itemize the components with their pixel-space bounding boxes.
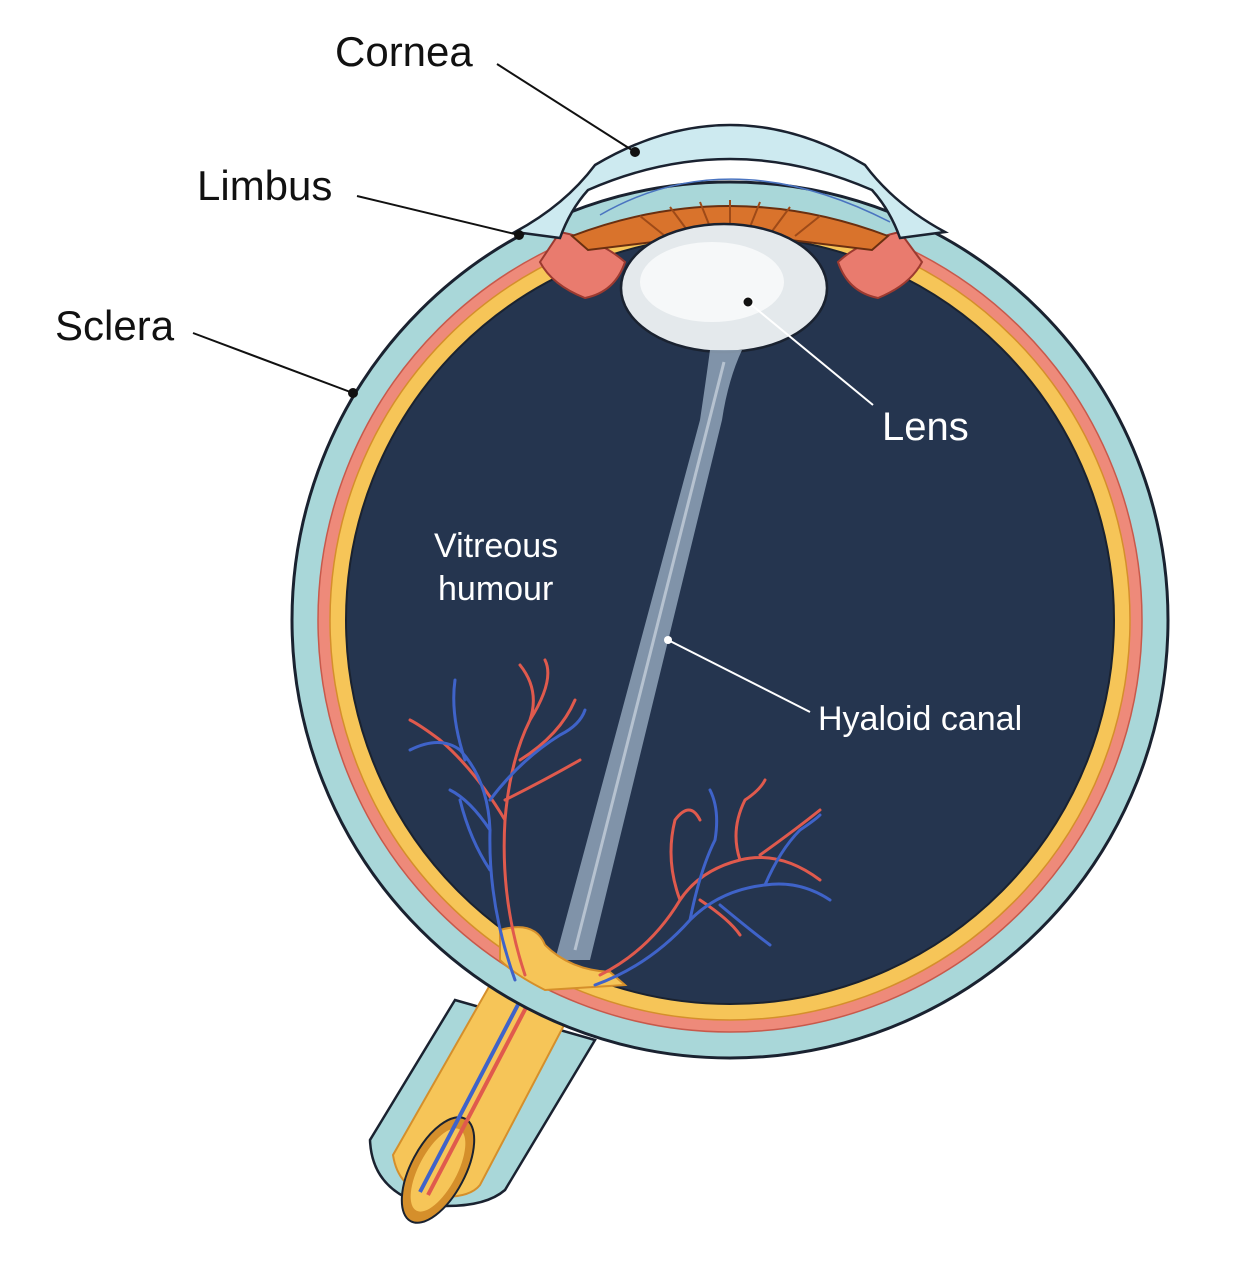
- retinal-vessels: [408, 658, 832, 987]
- leader-hyaloid-dot: [664, 636, 672, 644]
- label-lens: Lens: [882, 405, 969, 449]
- hyaloid-canal: [555, 350, 742, 960]
- optic-nerve-artery: [426, 999, 532, 1196]
- leader-limbus-dot: [514, 230, 524, 240]
- labels: Cornea Limbus Sclera Lens Vitreous humou…: [55, 28, 1022, 738]
- leader-cornea: [496, 63, 636, 153]
- label-sclera: Sclera: [55, 302, 175, 349]
- leader-limbus: [356, 195, 520, 236]
- cornea-inner-line: [599, 178, 891, 223]
- leader-lens: [747, 301, 874, 406]
- lens-highlight: [640, 242, 784, 322]
- eyeball: [290, 180, 1170, 1060]
- leader-hyaloid: [667, 639, 811, 713]
- label-vitreous-line2: humour: [438, 570, 553, 608]
- leader-lines: [192, 63, 874, 713]
- optic-nerve-vein: [418, 996, 524, 1193]
- iris-texture: [639, 200, 821, 237]
- hyaloid-canal-highlight: [573, 361, 726, 951]
- leader-cornea-dot: [630, 147, 640, 157]
- left-vein-tree: [408, 678, 587, 982]
- label-hyaloid-canal: Hyaloid canal: [818, 700, 1022, 738]
- optic-disc: [499, 926, 628, 992]
- label-cornea: Cornea: [335, 28, 473, 75]
- leader-sclera: [192, 332, 354, 394]
- cornea: [511, 123, 949, 240]
- leader-lens-dot: [742, 296, 754, 308]
- anterior-segment: [511, 123, 949, 354]
- label-vitreous-line1: Vitreous: [434, 527, 558, 565]
- leader-sclera-dot: [348, 388, 358, 398]
- label-limbus: Limbus: [197, 162, 332, 209]
- right-vein-tree: [593, 788, 832, 987]
- optic-nerve: [368, 983, 597, 1224]
